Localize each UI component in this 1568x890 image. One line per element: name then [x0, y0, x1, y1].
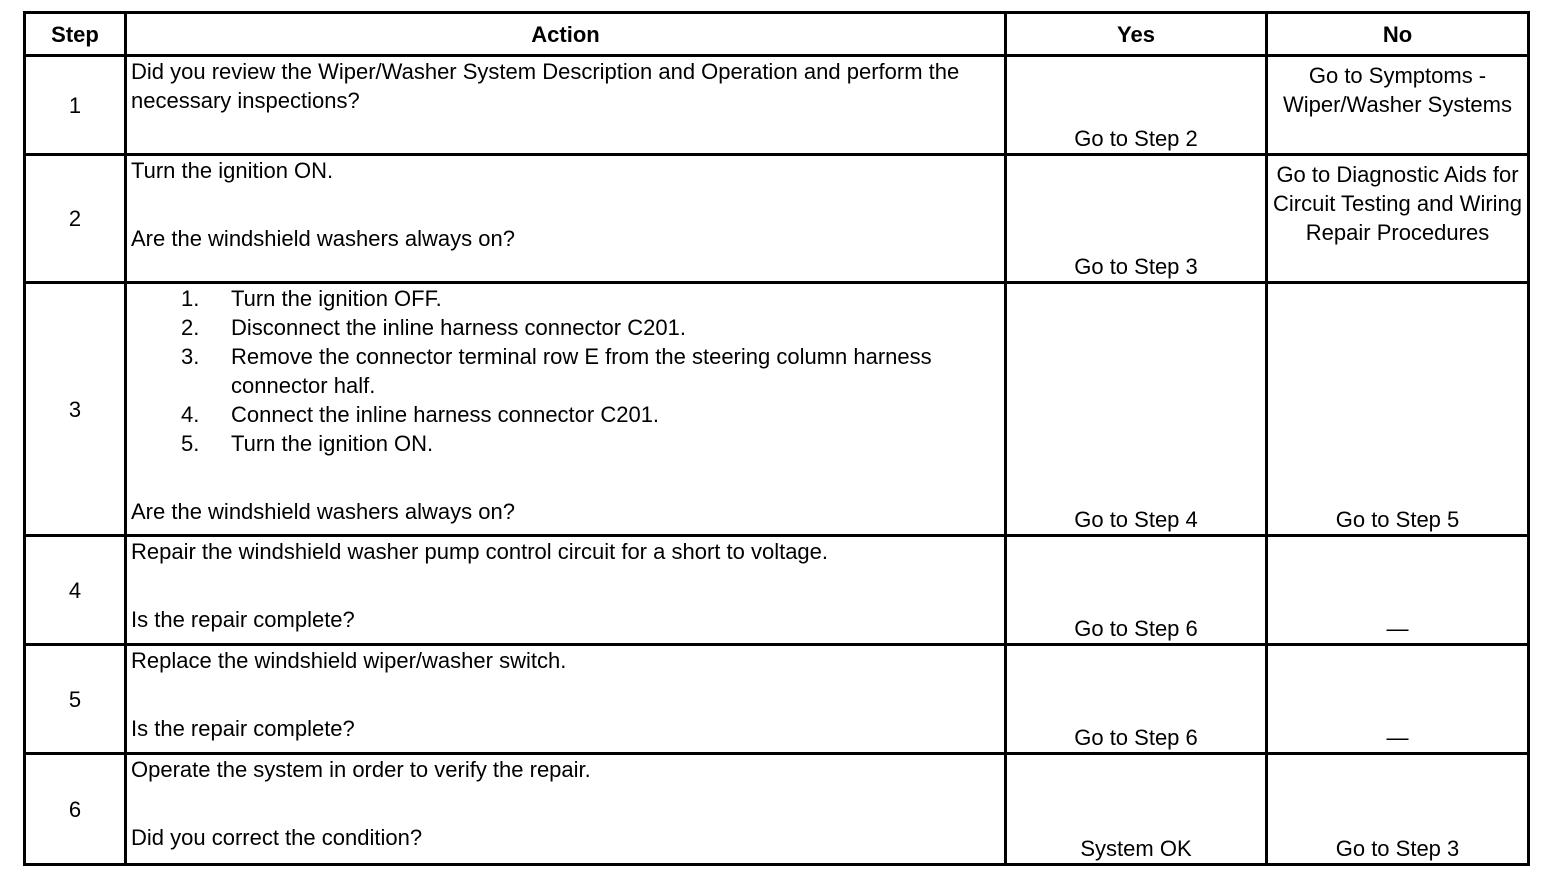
action-text: Repair the windshield washer pump contro…: [131, 539, 829, 564]
yes-cell: Go to Step 6: [1004, 534, 1268, 646]
substep-text: Turn the ignition ON.: [231, 431, 434, 456]
header-yes: Yes: [1004, 11, 1268, 57]
substep-item: 1. Turn the ignition OFF.: [131, 284, 1000, 313]
header-action: Action: [124, 11, 1007, 57]
no-cell: Go to Symptoms - Wiper/Washer Systems: [1265, 54, 1530, 156]
action-text: Operate the system in order to verify th…: [131, 757, 591, 782]
step-number: 1: [23, 54, 127, 156]
no-cell: Go to Step 3: [1265, 752, 1530, 866]
table-row: 6 Operate the system in order to verify …: [23, 752, 1530, 866]
substep-text: Disconnect the inline harness connector …: [231, 315, 686, 340]
step-number: 5: [23, 643, 127, 755]
action-cell: Operate the system in order to verify th…: [124, 752, 1007, 866]
no-cell: Go to Diagnostic Aids for Circuit Testin…: [1265, 153, 1530, 284]
table-row: 1 Did you review the Wiper/Washer System…: [23, 54, 1530, 156]
substep-number: 5.: [181, 431, 200, 456]
yes-cell: Go to Step 2: [1004, 54, 1268, 156]
substep-text: Turn the ignition OFF.: [231, 286, 442, 311]
yes-cell: Go to Step 4: [1004, 281, 1268, 537]
substep-number: 1.: [181, 286, 200, 311]
yes-cell: System OK: [1004, 752, 1268, 866]
table-row: 5 Replace the windshield wiper/washer sw…: [23, 643, 1530, 755]
no-cell: —: [1265, 534, 1530, 646]
substep-number: 4.: [181, 402, 200, 427]
substep-number: 2.: [181, 315, 200, 340]
substep-number: 3.: [181, 344, 200, 369]
header-no: No: [1265, 11, 1530, 57]
action-text: Did you review the Wiper/Washer System D…: [131, 59, 960, 113]
diagnostic-table: Step Action Yes No 1 Did you review the …: [23, 11, 1530, 866]
table-row: 4 Repair the windshield washer pump cont…: [23, 534, 1530, 646]
step-number: 6: [23, 752, 127, 866]
substep-text: Remove the connector terminal row E from…: [231, 344, 932, 398]
action-cell: Repair the windshield washer pump contro…: [124, 534, 1007, 646]
step-number: 2: [23, 153, 127, 284]
action-cell: 1. Turn the ignition OFF. 2. Disconnect th…: [124, 281, 1007, 537]
table-row: 2 Turn the ignition ON. Are the windshie…: [23, 153, 1530, 284]
action-question: Are the windshield washers always on?: [131, 226, 515, 251]
substep-text: Connect the inline harness connector C20…: [231, 402, 660, 427]
substep-item: 2. Disconnect the inline harness connecto…: [131, 313, 1000, 342]
header-row: Step Action Yes No: [23, 11, 1530, 57]
yes-cell: Go to Step 3: [1004, 153, 1268, 284]
substep-item: 5. Turn the ignition ON.: [131, 429, 1000, 458]
table-row: 3 1. Turn the ignition OFF. 2. Disconnect …: [23, 281, 1530, 537]
no-cell: Go to Step 5: [1265, 281, 1530, 537]
yes-cell: Go to Step 6: [1004, 643, 1268, 755]
step-number: 4: [23, 534, 127, 646]
substep-list: 1. Turn the ignition OFF. 2. Disconnect th…: [131, 284, 1000, 458]
step-number: 3: [23, 281, 127, 537]
action-question: Did you correct the condition?: [131, 825, 423, 850]
action-question: Are the windshield washers always on?: [131, 499, 515, 524]
action-text: Turn the ignition ON.: [131, 158, 334, 183]
no-cell: —: [1265, 643, 1530, 755]
action-cell: Turn the ignition ON. Are the windshield…: [124, 153, 1007, 284]
header-step: Step: [23, 11, 127, 57]
substep-item: 3. Remove the connector terminal row E fr…: [131, 342, 1000, 400]
action-cell: Replace the windshield wiper/washer swit…: [124, 643, 1007, 755]
action-cell: Did you review the Wiper/Washer System D…: [124, 54, 1007, 156]
action-text: Replace the windshield wiper/washer swit…: [131, 648, 567, 673]
action-question: Is the repair complete?: [131, 607, 355, 632]
substep-item: 4. Connect the inline harness connector C…: [131, 400, 1000, 429]
action-question: Is the repair complete?: [131, 716, 355, 741]
